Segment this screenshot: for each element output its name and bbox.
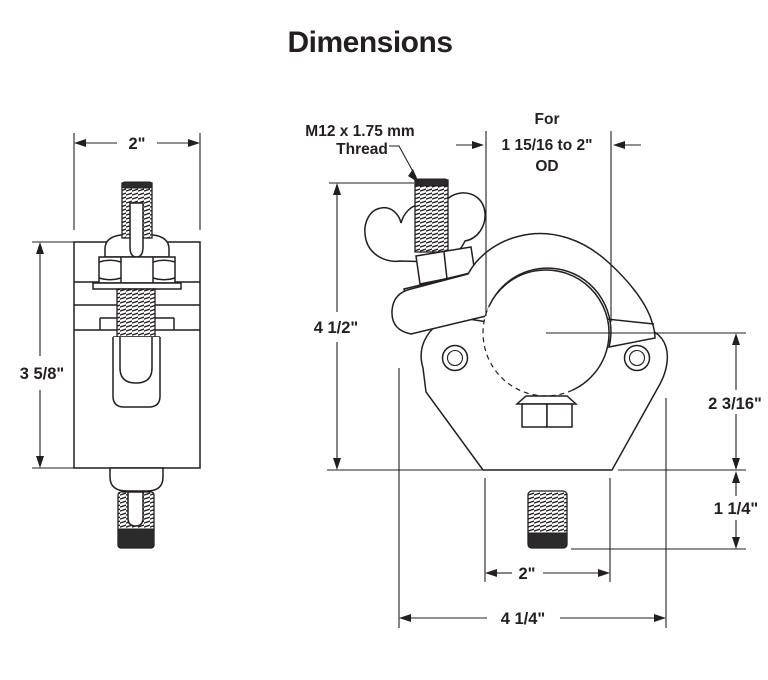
dim-center-to-base: 2 3/16": [708, 395, 762, 413]
base-width-dimension: 2": [484, 478, 611, 583]
left-ear-hole: [441, 344, 469, 372]
mid-threads: [116, 288, 156, 338]
front-view-drawing: M12 x 1.75 mm Thread For 1 15/16 to 2" O…: [305, 111, 762, 628]
od-dimension: For 1 15/16 to 2" OD: [456, 111, 641, 322]
overall-height-dimension: 4 1/2": [314, 182, 483, 471]
dome-nut-bottom: [109, 467, 164, 492]
center-to-base-dimension: 2 3/16" 1 1/4": [546, 332, 762, 550]
right-ear-hole: [623, 344, 651, 372]
washer-side: [92, 282, 182, 290]
od-label-line2: 1 15/16 to 2": [502, 137, 593, 154]
side-width-dimension: 2": [73, 133, 201, 230]
dim-side-height: 3 5/8": [20, 365, 65, 383]
wing-bolt-threads: [414, 179, 449, 253]
thread-label-line2: Thread: [336, 141, 388, 158]
side-view-drawing: 2" 3 5/8": [20, 133, 201, 549]
dim-overall-width: 4 1/4": [501, 610, 546, 628]
overall-width-dimension: 4 1/4": [398, 368, 667, 628]
bottom-hex-nut: [515, 395, 578, 428]
dim-base-width: 2": [519, 565, 536, 583]
side-height-dimension: 3 5/8": [20, 241, 74, 469]
clamp-hook: [391, 232, 656, 348]
od-label-line1: For: [535, 111, 560, 128]
od-label-line3: OD: [535, 158, 558, 175]
hex-nut-side: [98, 256, 176, 284]
bolt-tip: [119, 337, 153, 384]
dim-overall-height: 4 1/2": [314, 319, 359, 337]
dim-stud-length: 1 1/4": [714, 500, 759, 518]
thread-label-line1: M12 x 1.75 mm: [305, 123, 414, 140]
thread-label: M12 x 1.75 mm Thread: [305, 123, 419, 183]
dim-side-width: 2": [129, 135, 146, 153]
page-title: Dimensions: [287, 26, 452, 59]
